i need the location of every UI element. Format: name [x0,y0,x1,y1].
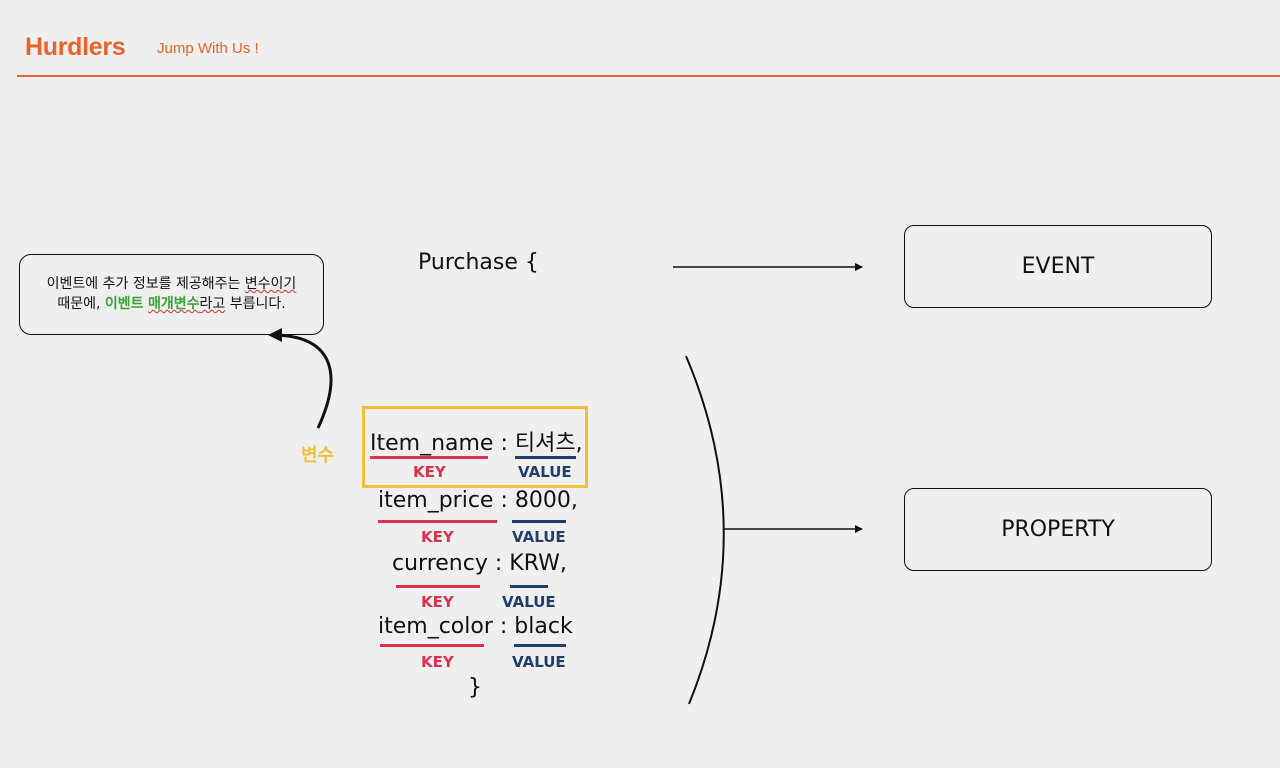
key-underline [380,644,484,647]
pair-value: black [514,614,573,639]
callout-emphasis-event: 이벤트 [104,296,144,312]
pair-row-4: item_color : black [378,614,573,639]
pair-row-1: Item_name : 티셔츠, [370,431,583,456]
callout-line-2: 때문에, 이벤트 매개변수라고 부릅니다. [20,294,323,314]
value-tag: VALUE [512,528,566,546]
callout-text-3: 부릅니다. [225,296,286,312]
pair-key: item_price [378,488,494,513]
key-underline [370,456,488,459]
event-label: EVENT [1021,254,1095,279]
value-tag: VALUE [518,463,572,481]
value-tag: VALUE [502,593,556,611]
tagline: Jump With Us ! [157,40,259,57]
callout-wavy-2: 라고 [199,296,226,312]
callout-text-2: 때문에, [57,296,105,312]
value-tag: VALUE [512,653,566,671]
purchase-opening: Purchase { [418,250,539,275]
callout-emphasis-param: 매개변수 [147,296,200,312]
value-underline [510,585,548,588]
callout-line-1: 이벤트에 추가 정보를 제공해주는 변수이기 [20,274,323,294]
variable-highlight [362,406,588,488]
key-tag: KEY [421,593,454,611]
pair-row-2: item_price : 8000, [378,488,578,513]
event-box: EVENT [904,225,1212,308]
property-box: PROPERTY [904,488,1212,571]
purchase-closing: } [468,675,482,700]
property-bracket [685,355,725,705]
variable-label: 변수 [301,445,335,466]
pair-value: KRW, [509,551,567,576]
pair-value: 8000, [514,488,578,513]
key-tag: KEY [421,528,454,546]
brand-logo: Hurdlers [25,33,126,61]
pair-row-3: currency : KRW, [392,551,567,576]
pair-key: item_color [378,614,493,639]
pair-value: 티셔츠, [514,431,583,456]
pair-key: currency [392,551,488,576]
header-divider [17,75,1280,77]
callout-text-1: 이벤트에 추가 정보를 제공해주는 [46,276,245,292]
key-underline [378,520,497,523]
value-underline [515,456,576,459]
value-underline [514,644,566,647]
callout-wavy-1: 변수이기 [244,276,297,292]
key-tag: KEY [413,463,446,481]
key-underline [396,585,480,588]
callout-arrow [268,328,333,429]
key-tag: KEY [421,653,454,671]
property-label: PROPERTY [1001,517,1115,542]
pair-key: Item_name [370,431,494,456]
value-underline [512,520,566,523]
callout-box: 이벤트에 추가 정보를 제공해주는 변수이기 때문에, 이벤트 매개변수라고 부… [19,254,324,335]
